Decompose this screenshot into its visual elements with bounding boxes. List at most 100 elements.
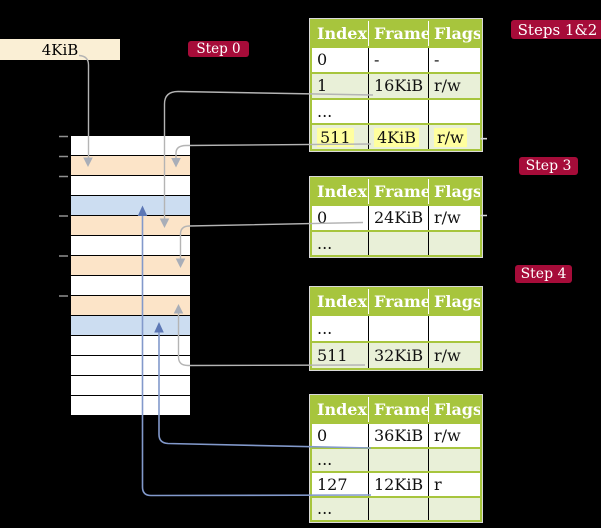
table-row: 511 4KiB r/w (312, 123, 480, 149)
memory-row-12-white (71, 355, 190, 375)
table-cell (368, 99, 428, 124)
table-cell: ... (312, 100, 368, 124)
cell-text: 0 (317, 208, 328, 228)
memory-row-8-white (71, 275, 190, 295)
size-box-4kib: 4KiB (0, 39, 120, 60)
table-cell: 1 (312, 74, 368, 98)
table-cell: - (428, 48, 480, 72)
table-cell: r (428, 473, 480, 496)
table-cell: 12KiB (368, 473, 428, 496)
cell-text: 32KiB (374, 346, 424, 365)
cell-text: 12KiB (374, 474, 424, 494)
cell-text: 4KiB (374, 127, 420, 147)
column-header: Flags (428, 179, 480, 204)
memory-row-1-white (71, 136, 190, 155)
cell-text: 127 (317, 474, 348, 494)
table-row: ... (312, 97, 480, 124)
table-cell: 4KiB (368, 125, 428, 149)
table-cell: ... (312, 232, 368, 256)
cell-text: r/w (434, 346, 461, 365)
cell-text: ... (317, 450, 333, 470)
table-row: ... (312, 229, 480, 256)
column-header: Frame (368, 289, 428, 314)
column-header: Frame (368, 21, 428, 46)
cell-text: r/w (434, 127, 467, 147)
table-cell: ... (312, 449, 368, 472)
table-row: 0 24KiB r/w (312, 204, 480, 230)
memory-row-10-blue (71, 315, 190, 335)
column-header: Index (317, 182, 368, 201)
cell-text: 511 (317, 346, 348, 365)
cell-text: 511 (317, 127, 354, 147)
table-cell: 0 (312, 424, 368, 447)
table-row: 0 36KiB r/w (312, 422, 480, 447)
label-step-4: Step 4 (515, 265, 572, 283)
table-cell: 32KiB (368, 343, 428, 368)
memory-row-4-blue (71, 195, 190, 215)
table-cell (428, 448, 480, 471)
cell-text: r/w (434, 425, 461, 445)
column-header: Flags (428, 397, 480, 422)
table-cell: ... (312, 498, 368, 521)
table-cell (428, 231, 480, 255)
cell-text: 0 (317, 50, 328, 70)
table-cell: 36KiB (368, 424, 428, 447)
column-header: Index (317, 24, 368, 43)
table-cell: r/w (428, 125, 480, 149)
table-cell (368, 497, 428, 520)
label-step-3: Step 3 (519, 157, 578, 175)
table-cell: 16KiB (368, 73, 428, 98)
column-header: Index (317, 292, 368, 311)
table-row: 511 32KiB r/w (312, 341, 480, 368)
column-header: Frame (368, 397, 428, 422)
table-cell: r/w (428, 424, 480, 447)
table-cell: 0 (312, 48, 368, 72)
memory-row-9-peach (71, 295, 190, 315)
cell-text: 16KiB (374, 76, 424, 96)
table-cell (428, 99, 480, 124)
cell-text: 1 (317, 76, 328, 96)
cell-text: r/w (434, 208, 461, 228)
label-steps-1-2: Steps 1&2 (511, 20, 601, 39)
memory-row-2-peach (71, 155, 190, 175)
memory-stack (71, 136, 190, 415)
table-row: ... (312, 495, 480, 521)
table-cell (368, 448, 428, 471)
cell-text: 36KiB (374, 425, 424, 445)
table-row: 127 12KiB r (312, 471, 480, 496)
memory-tick-marks (59, 135, 68, 297)
table-cell: r/w (428, 73, 480, 98)
memory-row-6-white (71, 235, 190, 255)
table-cell: - (368, 48, 428, 72)
memory-row-5-peach (71, 215, 190, 235)
cell-text: r (434, 474, 442, 494)
table-cell (368, 231, 428, 255)
memory-row-7-peach (71, 255, 190, 275)
memory-row-14-white (71, 395, 190, 415)
table-cell: 511 (312, 343, 368, 368)
memory-row-3-white (71, 175, 190, 195)
table-cell: 0 (312, 206, 368, 230)
column-header: Frame (368, 179, 428, 204)
cell-text: ... (317, 319, 333, 338)
cell-text: r/w (434, 76, 461, 96)
table-row: 0 -- (312, 46, 480, 72)
table-cell: 127 (312, 473, 368, 496)
table-cell: ... (312, 316, 368, 341)
table-cell: 24KiB (368, 206, 428, 230)
table-cell (428, 316, 480, 341)
column-header: Flags (428, 21, 480, 46)
memory-row-11-white (71, 335, 190, 355)
table-cell: 511 (312, 125, 368, 149)
table-cell: r/w (428, 343, 480, 368)
cell-text: 24KiB (374, 208, 424, 228)
column-header: Flags (428, 289, 480, 314)
